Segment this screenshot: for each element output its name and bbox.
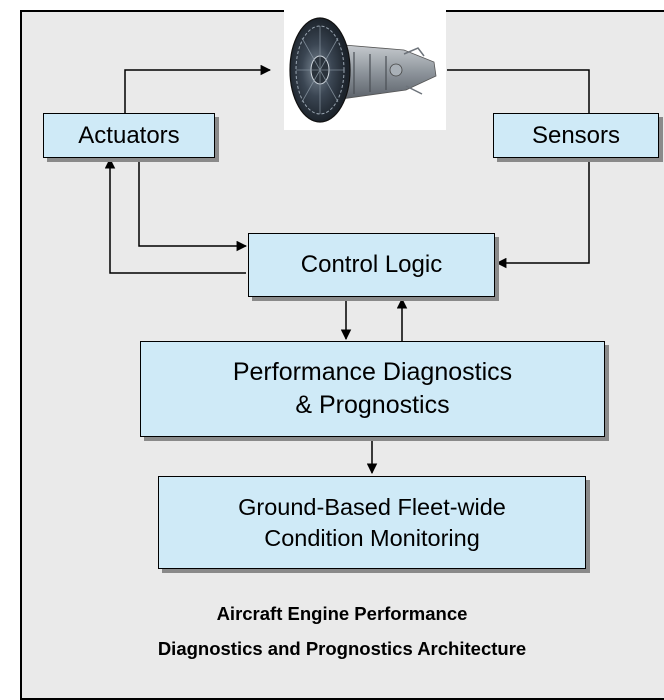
actuators-box: Actuators: [43, 113, 215, 158]
connector-lines: [104, 64, 590, 475]
arrow-control-to-actuators: [104, 157, 246, 274]
ground-fleet-monitoring-box: Ground-Based Fleet-wide Condition Monito…: [158, 476, 586, 569]
control-logic-box: Control Logic: [248, 233, 495, 297]
jet-engine-image: [284, 10, 446, 130]
arrow-sensors-to-control: [495, 158, 590, 269]
diagram-caption-line1: Aircraft Engine Performance: [216, 603, 468, 624]
performance-diagnostics-box: Performance Diagnostics & Prognostics: [140, 341, 605, 437]
diagram-caption-line2: Diagnostics and Prognostics Architecture: [157, 638, 527, 659]
arrow-actuators-to-engine: [124, 64, 272, 113]
line-engine-to-sensors: [447, 69, 590, 113]
sensors-box: Sensors: [493, 113, 659, 158]
arrow-actuators-to-control: [138, 158, 248, 252]
